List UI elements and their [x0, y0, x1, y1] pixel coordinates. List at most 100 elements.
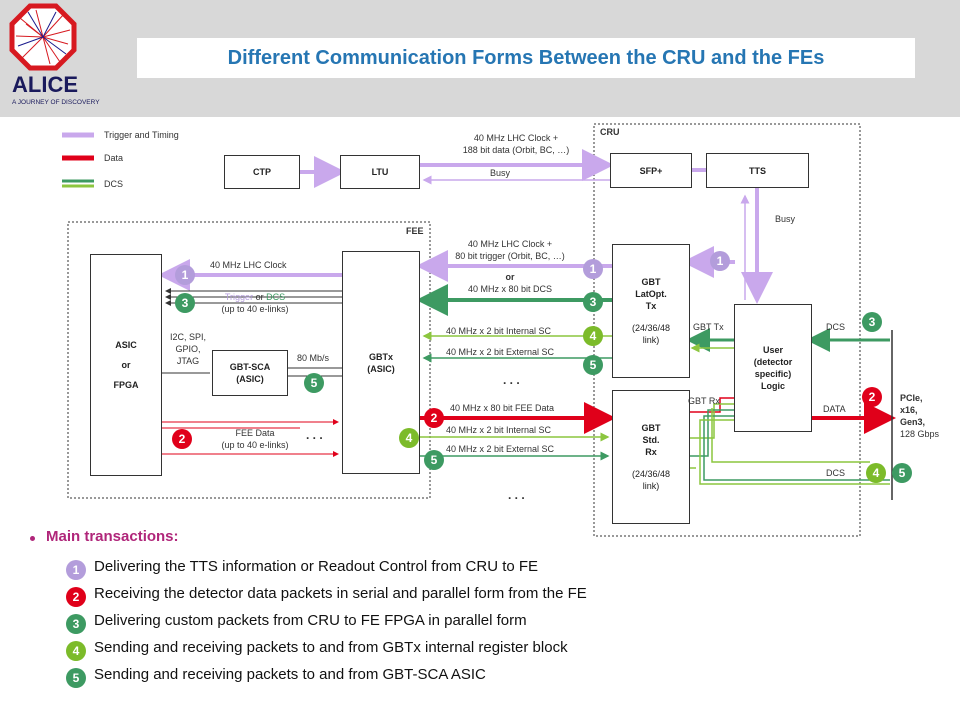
transaction-4-text: Sending and receiving packets to and fro…	[94, 639, 568, 656]
badge-4-link: 4	[583, 326, 603, 346]
fpga-label: FPGA	[113, 380, 139, 390]
legend-data-label: Data	[104, 153, 124, 163]
badge-2-link: 2	[424, 408, 444, 428]
pcie-label-2: x16,	[900, 405, 918, 415]
trigger-word: Trigger	[224, 292, 254, 302]
badge-1-tts: 1	[710, 251, 730, 271]
badge-1-fee: 1	[175, 265, 195, 285]
legend-dcs-label: DCS	[104, 179, 124, 189]
lhc-clock-fee-label: 40 MHz LHC Clock	[210, 260, 287, 270]
dcs-word: DCS	[266, 292, 286, 302]
gbt-latopt-l3: Tx	[645, 301, 657, 311]
gbt-sca-sub-label: (ASIC)	[236, 374, 264, 384]
alice-logo: ALICE A JOURNEY OF DISCOVERY	[9, 3, 100, 106]
badge-5-link-b: 5	[424, 450, 444, 470]
mbs-label: 80 Mb/s	[297, 353, 330, 363]
ext-sc-label-1: 40 MHz x 2 bit External SC	[446, 347, 555, 357]
elinks-label: (up to 40 e-links)	[221, 304, 289, 314]
transaction-1-badge: 1	[66, 560, 86, 580]
i2c-label-2: GPIO,	[175, 344, 201, 354]
fee-region-label: FEE	[406, 226, 424, 236]
ltu-clock-label-2: 188 bit data (Orbit, BC, …)	[462, 145, 570, 155]
gbt-std-l5: (24/36/48	[631, 469, 671, 479]
page-title: Different Communication Forms Between th…	[227, 47, 825, 69]
user-logic-l3: specific)	[754, 369, 792, 379]
badge-5-sca: 5	[304, 373, 324, 393]
legend-trigger-label: Trigger and Timing	[104, 130, 179, 140]
user-logic-l2: (detector	[753, 357, 793, 367]
gbt-std-l1: GBT	[641, 423, 661, 433]
asic-label: ASIC	[115, 340, 137, 350]
bullet-dot	[30, 536, 35, 541]
badge-3-pcie: 3	[862, 312, 882, 332]
gbt-rx-label: GBT Rx	[688, 396, 720, 406]
logo-tagline: A JOURNEY OF DISCOVERY	[12, 99, 100, 106]
logo-text: ALICE	[12, 72, 78, 97]
tts-block: TTS	[706, 153, 809, 188]
gbt-sca-label: GBT-SCA	[229, 362, 271, 372]
i2c-label-1: I2C, SPI,	[169, 332, 206, 342]
busy-right-label: Busy	[775, 214, 796, 224]
gbt-std-l3: Rx	[645, 447, 657, 457]
transaction-3-badge: 3	[66, 614, 86, 634]
trig-clock-label-1: 40 MHz LHC Clock +	[467, 239, 553, 249]
ext-sc-label-2: 40 MHz x 2 bit External SC	[446, 444, 555, 454]
asic-or-label: or	[121, 360, 131, 370]
fee-data-80-label: 40 MHz x 80 bit FEE Data	[450, 403, 555, 413]
dcs-80-label: 40 MHz x 80 bit DCS	[467, 284, 553, 294]
dots-fee: . . .	[306, 428, 323, 442]
gbt-latopt-l5: (24/36/48	[631, 323, 671, 333]
transaction-5-badge: 5	[66, 668, 86, 688]
user-logic-block: User (detector specific) Logic	[734, 304, 812, 432]
gbt-sca-block: GBT-SCA (ASIC)	[212, 350, 288, 396]
badge-1-link: 1	[583, 259, 603, 279]
gbt-latopt-l1: GBT	[641, 277, 661, 287]
gbt-tx-label: GBT Tx	[693, 322, 724, 332]
badge-2-fee: 2	[172, 429, 192, 449]
gbt-latopt-l6: link)	[642, 335, 660, 345]
dcs-right-label-2: DCS	[826, 468, 846, 478]
trig-clock-label-2: 80 bit trigger (Orbit, BC, …)	[455, 251, 565, 261]
or-word: or	[253, 292, 267, 302]
transaction-5-text: Sending and receiving packets to and fro…	[94, 666, 486, 683]
pcie-label-3: Gen3,	[900, 417, 926, 427]
badge-4-link-b: 4	[399, 428, 419, 448]
i2c-label-3: JTAG	[176, 356, 200, 366]
gbt-latopt-block: GBT LatOpt. Tx (24/36/48 link)	[612, 244, 690, 378]
transactions-title: Main transactions:	[46, 528, 179, 545]
badge-5-pcie: 5	[892, 463, 912, 483]
badge-4-pcie: 4	[866, 463, 886, 483]
dots-mid: . . .	[503, 373, 520, 387]
transaction-3-text: Delivering custom packets from CRU to FE…	[94, 612, 527, 629]
pcie-label-4: 128 Gbps	[900, 429, 940, 439]
title-box: Different Communication Forms Between th…	[137, 38, 915, 78]
asic-fpga-block: ASIC or FPGA	[90, 254, 162, 476]
ltu-clock-label-1: 40 MHz LHC Clock +	[473, 133, 559, 143]
ctp-block: CTP	[224, 155, 300, 189]
badge-3-fee: 3	[175, 293, 195, 313]
gbtx-label: GBTx	[368, 351, 393, 362]
ltu-block: LTU	[340, 155, 420, 189]
transaction-2-text: Receiving the detector data packets in s…	[94, 585, 587, 602]
busy-top-label: Busy	[490, 168, 511, 178]
gbt-std-block: GBT Std. Rx (24/36/48 link)	[612, 390, 690, 524]
trigger-dcs-label: Trigger or DCS	[200, 292, 310, 303]
badge-3-link: 3	[583, 292, 603, 312]
dots-bottom: . . .	[508, 488, 525, 502]
gbt-latopt-l2: LatOpt.	[635, 289, 667, 299]
transaction-4-badge: 4	[66, 641, 86, 661]
fee-data-label-1: FEE Data	[235, 428, 275, 438]
int-sc-label-1: 40 MHz x 2 bit Internal SC	[446, 326, 552, 336]
badge-5-link: 5	[583, 355, 603, 375]
cru-region-label: CRU	[600, 127, 620, 137]
int-sc-label-2: 40 MHz x 2 bit Internal SC	[446, 425, 552, 435]
gbt-std-l2: Std.	[642, 435, 660, 445]
badge-2-pcie: 2	[862, 387, 882, 407]
fee-data-label-2: (up to 40 e-links)	[221, 440, 289, 450]
sfp-block: SFP+	[610, 153, 692, 188]
gbt-std-l6: link)	[642, 481, 660, 491]
data-right-label: DATA	[823, 404, 846, 414]
user-logic-l1: User	[762, 345, 783, 355]
or-label: or	[505, 272, 515, 282]
